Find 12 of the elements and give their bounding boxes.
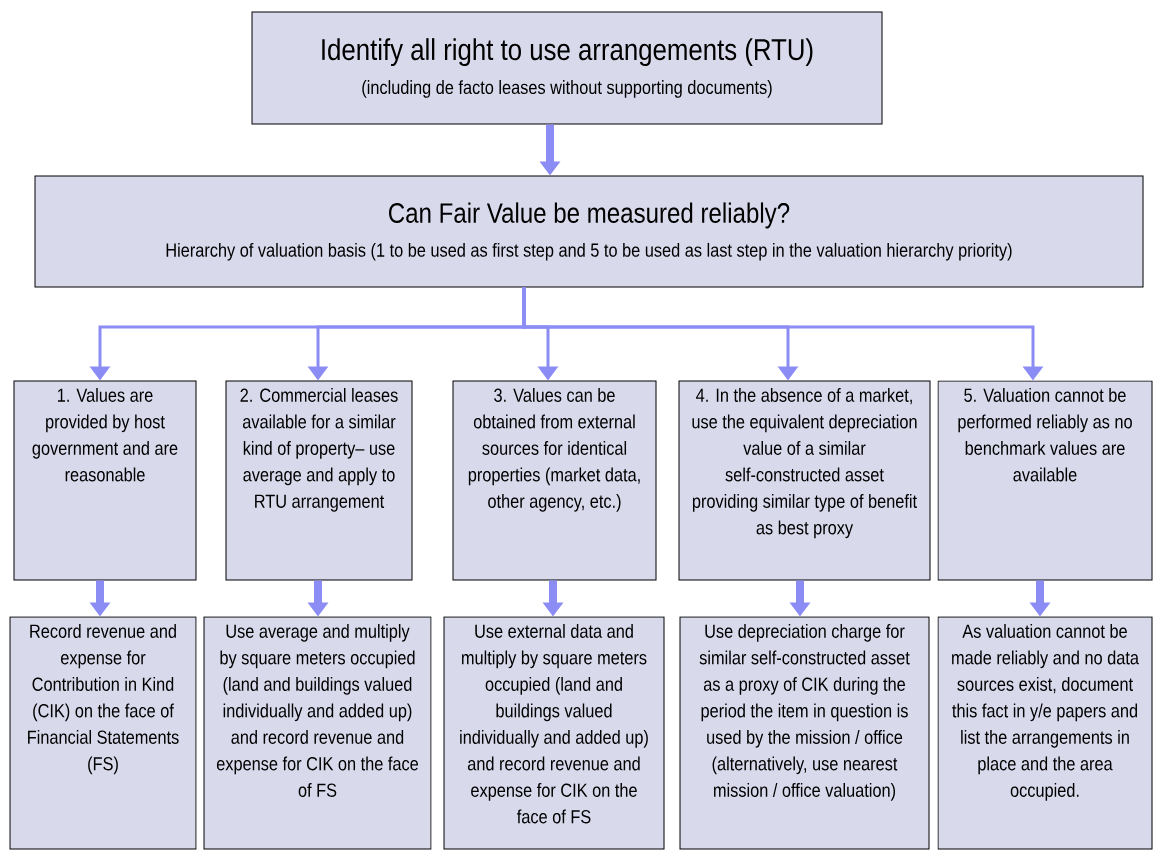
process-box: 4. In the absence of a market, use the equivalent depreciation value of a similar self-constructed asset providing similar type of benefit as best proxy [678,380,931,581]
process-box: Use depreciation charge for similar self-constructed asset as a proxy of CIK during the period the item in question is used by the mission / office (alternatively, use nearest mission / office valuation) [679,616,930,850]
process-box: 1. Values are provided by host government and are reasonable [13,380,197,581]
process-box: 3. Values can be obtained from external sources for identical properties (market data, other agency, etc.) [452,380,657,581]
process-box: Record revenue and expense for Contribution in Kind (CIK) on the face of Financial Statements (FS) [9,616,197,850]
process-box: Identify all right to use arrangements (RTU) (including de facto leases without supporting documents) [251,11,883,125]
process-box: 2. Commercial leases available for a similar kind of property– use average and apply to RTU arrangement [225,380,413,581]
process-box: 5. Valuation cannot be performed reliably as no benchmark values are available [937,380,1153,581]
process-box: Can Fair Value be measured reliably? Hierarchy of valuation basis (1 to be used as first step and 5 to be used as last step in the valuation hierarchy priority) [34,175,1144,288]
process-box: As valuation cannot be made reliably and no data sources exist, document this fact in y/e papers and list the arrangements in place and the area occupied. [937,616,1153,850]
process-box: Use external data and multiply by square meters occupied (land and buildings valued individually and added up) and record revenue and expense for CIK on the face of FS [443,616,665,850]
process-box: Use average and multiply by square meters occupied (land and buildings valued individually and added up) and record revenue and expense for CIK on the face of FS [203,616,432,850]
